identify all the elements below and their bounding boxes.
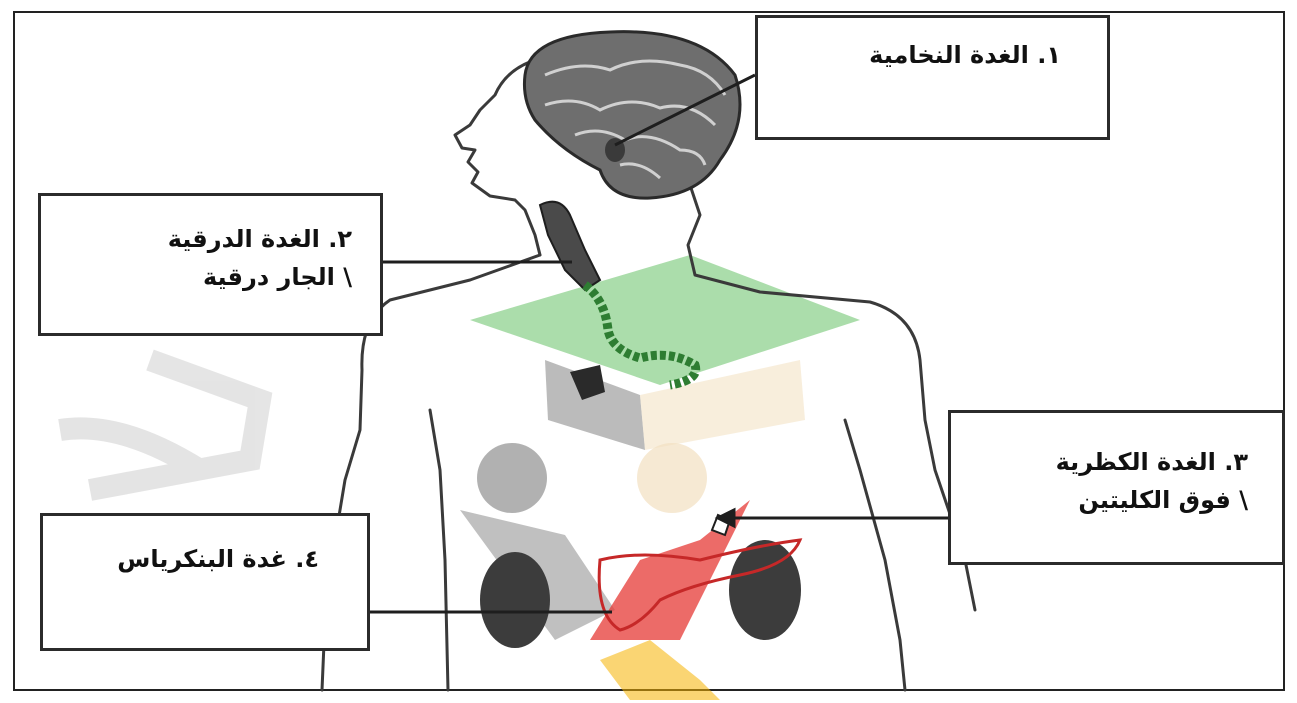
label-pancreas: ٤. غدة البنكرياس bbox=[53, 540, 319, 578]
watermark-letters bbox=[60, 360, 260, 490]
label-box-pituitary: ١. الغدة النخامية bbox=[755, 15, 1110, 140]
label-thyroid: ٢. الغدة الدرقية bbox=[51, 220, 352, 258]
label-adrenal: ٣. الغدة الكظرية bbox=[961, 443, 1248, 481]
brain-shape bbox=[524, 32, 740, 198]
label-parathyroid: \ الجار درقية bbox=[51, 258, 352, 296]
label-box-adrenal: ٣. الغدة الكظرية \ فوق الكليتين bbox=[948, 410, 1285, 565]
label-suprarenal: \ فوق الكليتين bbox=[961, 481, 1248, 519]
left-kidney bbox=[480, 552, 550, 648]
brain bbox=[524, 32, 740, 198]
label-box-pancreas: ٤. غدة البنكرياس bbox=[40, 513, 370, 651]
label-box-thyroid: ٢. الغدة الدرقية \ الجار درقية bbox=[38, 193, 383, 336]
watermark-cap-top bbox=[470, 255, 860, 385]
watermark-head-cream bbox=[637, 443, 707, 513]
watermark-head-gray bbox=[477, 443, 547, 513]
label-pituitary: ١. الغدة النخامية bbox=[768, 36, 1061, 74]
thyroid-gland bbox=[540, 202, 600, 290]
